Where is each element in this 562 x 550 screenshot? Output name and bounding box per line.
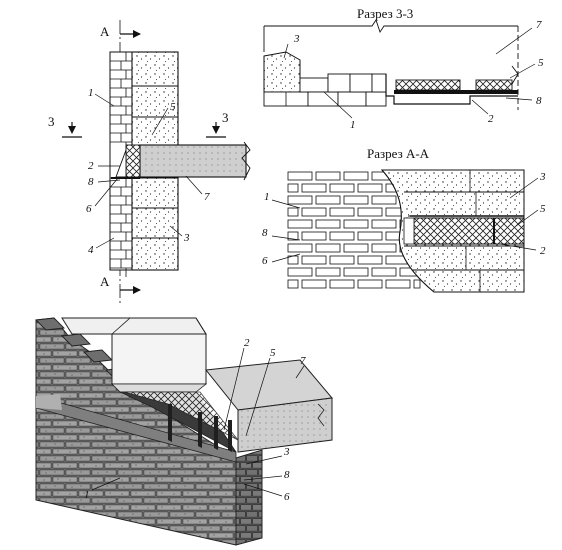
aa-brick (357, 279, 383, 289)
callout-8-33: 8 (536, 95, 542, 107)
aa-brick (357, 255, 383, 265)
aa-brick (287, 267, 313, 277)
aa-brick (301, 207, 327, 217)
callout-1-aa: 1 (264, 191, 270, 203)
aa-brick (329, 255, 355, 265)
aa-brick (287, 243, 313, 253)
aa-brick (301, 255, 327, 265)
insulation-insert (125, 144, 141, 178)
aa-brick (329, 183, 355, 193)
callout-6-vert: 6 (86, 203, 92, 215)
title-section-aa: Разрез А-А (367, 146, 430, 161)
cut-label-a-bottom: А (100, 274, 110, 289)
aa-brick (287, 171, 313, 181)
cut-mark-a-bottom: А (100, 274, 141, 294)
callout-8-aa: 8 (262, 227, 268, 239)
callout-3-vert: 3 (183, 232, 190, 244)
aa-brick (301, 183, 327, 193)
aa-brick (343, 267, 369, 277)
aa-brick (287, 183, 299, 193)
aa-brick (301, 231, 327, 241)
aa-brick (315, 171, 341, 181)
callout-3-33: 3 (293, 33, 300, 45)
aa-brick (287, 279, 299, 289)
callout-8-axo: 8 (284, 469, 290, 481)
aa-brick (343, 243, 369, 253)
aa-brick (357, 183, 383, 193)
axo-ties (168, 404, 232, 452)
aa-brick (371, 243, 397, 253)
callout-7-vert: 7 (204, 191, 210, 203)
callout-8-vert: 8 (88, 176, 94, 188)
aa-brick (371, 195, 397, 205)
title-section-33: Разрез 3-3 (357, 6, 413, 21)
cut-label-a-top: А (100, 24, 110, 39)
section-33: Разрез 3-3 (263, 6, 544, 131)
aa-brick (357, 231, 383, 241)
callout-5-aa: 5 (540, 203, 546, 215)
cut-label-3-right: 3 (222, 110, 229, 125)
aa-brick (287, 195, 313, 205)
floor-slab (139, 144, 247, 178)
aa-brick (315, 243, 341, 253)
callout-6-axo: 6 (284, 491, 290, 503)
section-aa: Разрез А-А 1 8 6 3 5 2 (262, 146, 546, 293)
aa-brick (287, 219, 313, 229)
cut-mark-3-right: 3 (206, 110, 229, 138)
callout-5-33: 5 (538, 57, 544, 69)
aa-brick (329, 279, 355, 289)
callout-leaders-left (94, 93, 203, 249)
callout-2-33: 2 (488, 113, 494, 125)
cut-label-3-left: 3 (48, 114, 55, 129)
aa-brick (329, 207, 355, 217)
aa-brick (343, 171, 369, 181)
aa-brick (329, 231, 355, 241)
aa-brick (385, 279, 411, 289)
callout-3-aa: 3 (539, 171, 546, 183)
callout-3-axo: 3 (283, 446, 290, 458)
aa-brick (371, 267, 397, 277)
aa-brick (287, 207, 299, 217)
callout-2-axo: 2 (244, 337, 250, 349)
aa-brick (413, 279, 421, 289)
aa-brick (315, 195, 341, 205)
axonometric-view: 2 5 7 3 8 6 1 (35, 317, 333, 546)
brick-steps-33 (263, 73, 387, 107)
callout-1-33: 1 (350, 119, 356, 131)
cut-mark-a-top: А (100, 24, 141, 39)
callout-5-vert: 5 (170, 101, 176, 113)
callout-7-axo: 7 (300, 355, 306, 367)
callout-5-axo: 5 (270, 347, 276, 359)
aa-brick (343, 195, 369, 205)
cut-mark-3-left: 3 (48, 114, 82, 138)
aa-brick (315, 219, 341, 229)
aa-brick (315, 267, 341, 277)
aa-brick (301, 279, 327, 289)
callout-1-vert: 1 (88, 87, 94, 99)
aa-brick (287, 231, 299, 241)
callout-7-33: 7 (536, 19, 542, 31)
vertical-section: А А 3 (48, 20, 251, 305)
callout-6-aa: 6 (262, 255, 268, 267)
aa-brick (371, 219, 397, 229)
callout-2-aa: 2 (540, 245, 546, 257)
aa-brick (343, 219, 369, 229)
callout-2-vert: 2 (88, 160, 94, 172)
callout-4-vert: 4 (88, 244, 94, 256)
aa-brick (357, 207, 383, 217)
callout-1-axo: 1 (84, 489, 90, 501)
